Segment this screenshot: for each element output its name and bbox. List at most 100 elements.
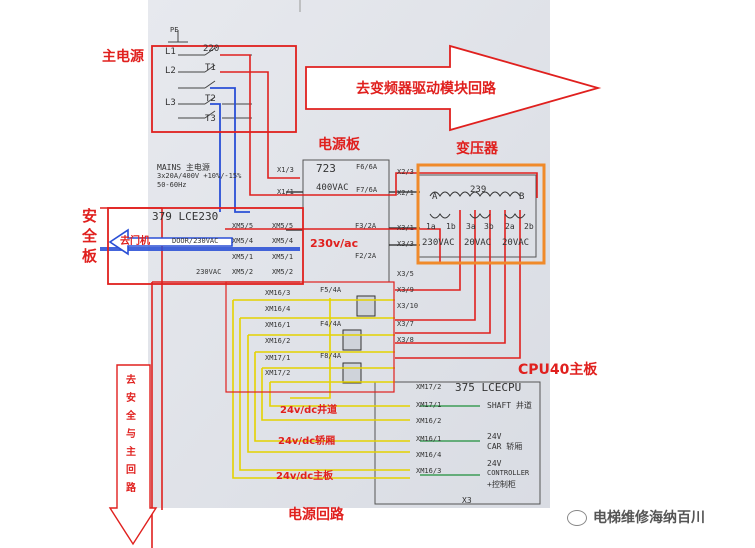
- transformer-coils: [429, 191, 526, 219]
- cpu-xm17-2: XM17/2: [416, 383, 442, 391]
- controller-label: CONTROLLER: [487, 469, 530, 477]
- xm16-4: XM16/4: [265, 305, 291, 313]
- term-x3-1: X3/1: [397, 224, 414, 232]
- l1-label: L1: [165, 47, 176, 57]
- lcecpu-title: 375 LCECPU: [455, 381, 522, 394]
- dc-shaft-label: 24v/dc井道: [280, 405, 338, 416]
- v230vac-left: 230VAC: [196, 268, 222, 276]
- term-x3-3: X3/3: [397, 240, 414, 248]
- inverter-arrow: [305, 44, 602, 132]
- main-power-box: [151, 45, 297, 133]
- term-x3-7: X3/7: [397, 320, 414, 328]
- t3-label: T3: [205, 114, 216, 124]
- fuse-f2: F2/2A: [355, 252, 377, 260]
- cpu-xm16-3: XM16/3: [416, 467, 442, 475]
- safety-board-label: 安全板: [82, 207, 98, 265]
- door-arrow: [108, 228, 233, 256]
- l2-label: L2: [165, 66, 176, 76]
- car-24v: 24V: [487, 432, 502, 441]
- fuse-f8: F8/4A: [320, 352, 342, 360]
- tf-1b: 1b: [446, 222, 456, 231]
- term-x2-3: X2/3: [397, 168, 414, 176]
- tf-3b: 3b: [484, 222, 494, 231]
- cpu-xm17-1: XM17/1: [416, 401, 442, 409]
- cpu-board-label: CPU40主板: [518, 362, 598, 378]
- xm5-l-2: XM5/2: [232, 268, 254, 276]
- ctl-24v: 24V: [487, 459, 502, 468]
- watermark: 电梯维修海纳百川: [567, 507, 705, 527]
- xm5-r-2: XM5/2: [272, 268, 294, 276]
- tf-2b: 2b: [524, 222, 534, 231]
- board-723: 723: [316, 162, 336, 175]
- wechat-icon: [567, 510, 587, 526]
- xm5-r-4: XM5/4: [272, 237, 294, 245]
- t2-label: T2: [205, 94, 216, 104]
- xm16-3: XM16/3: [265, 289, 291, 297]
- xm17-1: XM17/1: [265, 354, 291, 362]
- door-230: DOOR/230VAC: [172, 237, 219, 245]
- safety-board-box: [107, 207, 304, 285]
- blue-wires: [100, 87, 300, 251]
- yellow-wires: [232, 298, 410, 479]
- fuse-f6: F6/6A: [356, 163, 378, 171]
- tf-239: 239: [470, 185, 487, 195]
- transformer-label: 变压器: [456, 141, 498, 157]
- tf-a: A: [432, 192, 438, 202]
- power-loop-label: 电源回路: [288, 507, 344, 523]
- cpu-feed-wires: [420, 405, 480, 476]
- tf-230: 230VAC: [422, 238, 455, 248]
- shaft-label: SHAFT 井道: [487, 401, 532, 410]
- v220-label: 220: [203, 44, 220, 54]
- x3-bottom: X3: [462, 496, 472, 505]
- black-wires: [286, 191, 420, 246]
- to-inverter-label: 去变频器驱动模块回路: [356, 81, 496, 97]
- term-x1-1: X1/1: [277, 188, 294, 196]
- power-loop-box: [225, 281, 395, 393]
- cpu-xm16-2: XM16/2: [416, 417, 442, 425]
- dc-controller-label: 24v/dc主板: [276, 471, 334, 482]
- xm5-r-1: XM5/1: [272, 253, 294, 261]
- tf-2a: 2a: [505, 222, 515, 231]
- mains-spec: 3x20A/400V +10%/-15%: [157, 172, 242, 180]
- mains-label: MAINS 主电源: [157, 163, 210, 172]
- term-x3-10: X3/10: [397, 302, 419, 310]
- car-label: CAR 轿厢: [487, 442, 523, 451]
- dc-car-label: 24v/dc轿厢: [278, 436, 336, 447]
- to-door-label: 去门机: [120, 236, 150, 247]
- fuse-f3: F3/2A: [355, 222, 377, 230]
- safety-loop-arrow: [108, 364, 158, 546]
- fuse-f4: F4/4A: [320, 320, 342, 328]
- term-x3-9: X3/9: [397, 286, 414, 294]
- tf-3a: 3a: [466, 222, 476, 231]
- xm5-l-5: XM5/5: [232, 222, 254, 230]
- t1-label: T1: [205, 63, 216, 73]
- mains-hz: 50-60Hz: [157, 181, 187, 189]
- xm17-2: XM17/2: [265, 369, 291, 377]
- tf-b: B: [519, 192, 525, 202]
- cpu-xm16-1: XM16/1: [416, 435, 442, 443]
- pe-label: PE: [170, 26, 179, 34]
- v230ac-label: 230v/ac: [310, 237, 359, 250]
- tf-1a: 1a: [426, 222, 436, 231]
- main-power-label: 主电源: [102, 49, 144, 65]
- term-x3-5: X3/5: [397, 270, 414, 278]
- xm5-l-1: XM5/1: [232, 253, 254, 261]
- term-x2-1: X2/1: [397, 189, 414, 197]
- xm5-l-4: XM5/4: [232, 237, 254, 245]
- tf-20a: 20VAC: [464, 238, 492, 248]
- tf-20b: 20VAC: [502, 238, 530, 248]
- l3-label: L3: [165, 98, 176, 108]
- fuse-f5: F5/4A: [320, 286, 342, 294]
- term-x3-8: X3/8: [397, 336, 414, 344]
- xm16-1: XM16/1: [265, 321, 291, 329]
- cpu-xm16-4: XM16/4: [416, 451, 442, 459]
- lce230-title: 379 LCE230: [152, 210, 219, 223]
- xm5-r-5: XM5/5: [272, 222, 294, 230]
- fuse-f7: F7/6A: [356, 186, 378, 194]
- v400vac: 400VAC: [316, 183, 349, 193]
- safety-loop-label: 去安全与主回路: [126, 375, 136, 494]
- power-board-label: 电源板: [318, 137, 360, 153]
- controller-cn: +控制柜: [487, 480, 516, 489]
- term-x1-3: X1/3: [277, 166, 294, 174]
